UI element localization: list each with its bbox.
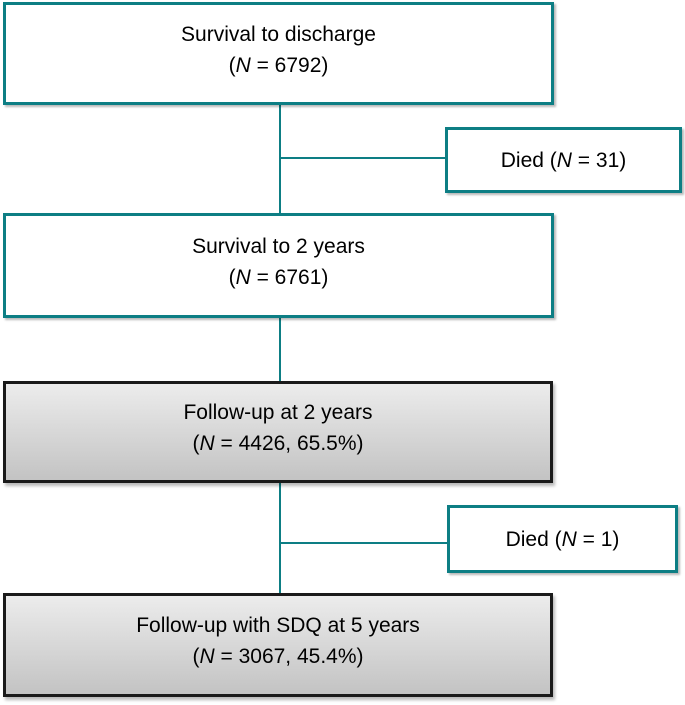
box-title: Follow-up at 2 years (183, 401, 373, 424)
n-value: = 6792) (250, 53, 329, 77)
connector-discharge-to-2years (279, 104, 281, 214)
box-title: Survival to 2 years (192, 234, 365, 258)
box-n-line: Died (N = 1) (506, 524, 620, 555)
box-followup-sdq-5-years: Follow-up with SDQ at 5 years (N = 3067,… (3, 593, 553, 697)
paren-open: ( (228, 265, 236, 289)
box-died-31: Died (N = 31) (445, 127, 682, 193)
died-label: Died ( (500, 148, 557, 172)
paren-open: ( (228, 53, 236, 77)
n-symbol: N (556, 148, 572, 172)
n-value: = 31) (571, 148, 627, 172)
n-value: = 1) (576, 527, 620, 551)
box-title: Survival to discharge (181, 22, 376, 46)
box-n-line: (N = 6761) (229, 262, 329, 293)
connector-2years-to-followup2 (279, 316, 281, 382)
n-symbol: N (199, 432, 215, 455)
box-died-1: Died (N = 1) (447, 505, 678, 573)
box-survival-to-2-years: Survival to 2 years (N = 6761) (3, 213, 554, 318)
connector-branch-died-31 (280, 157, 446, 159)
n-value: = 4426, 65.5%) (214, 432, 364, 455)
n-symbol: N (235, 265, 251, 289)
n-value: = 3067, 45.4%) (214, 645, 364, 668)
paren-open: ( (192, 432, 200, 455)
box-n-line: (N = 3067, 45.4%) (192, 641, 363, 672)
connector-followup2-to-sdq5 (279, 482, 281, 594)
box-n-line: (N = 4426, 65.5%) (192, 428, 363, 459)
died-label: Died ( (505, 527, 562, 551)
n-symbol: N (199, 645, 215, 668)
box-n-line: Died (N = 31) (501, 145, 627, 176)
paren-open: ( (192, 645, 200, 668)
box-title: Follow-up with SDQ at 5 years (136, 614, 420, 637)
box-n-line: (N = 6792) (229, 50, 329, 81)
n-symbol: N (561, 527, 577, 551)
n-value: = 6761) (250, 265, 329, 289)
connector-branch-died-1 (280, 542, 448, 544)
box-survival-to-discharge: Survival to discharge (N = 6792) (3, 2, 554, 105)
box-followup-2-years: Follow-up at 2 years (N = 4426, 65.5%) (3, 381, 553, 483)
n-symbol: N (235, 53, 251, 77)
